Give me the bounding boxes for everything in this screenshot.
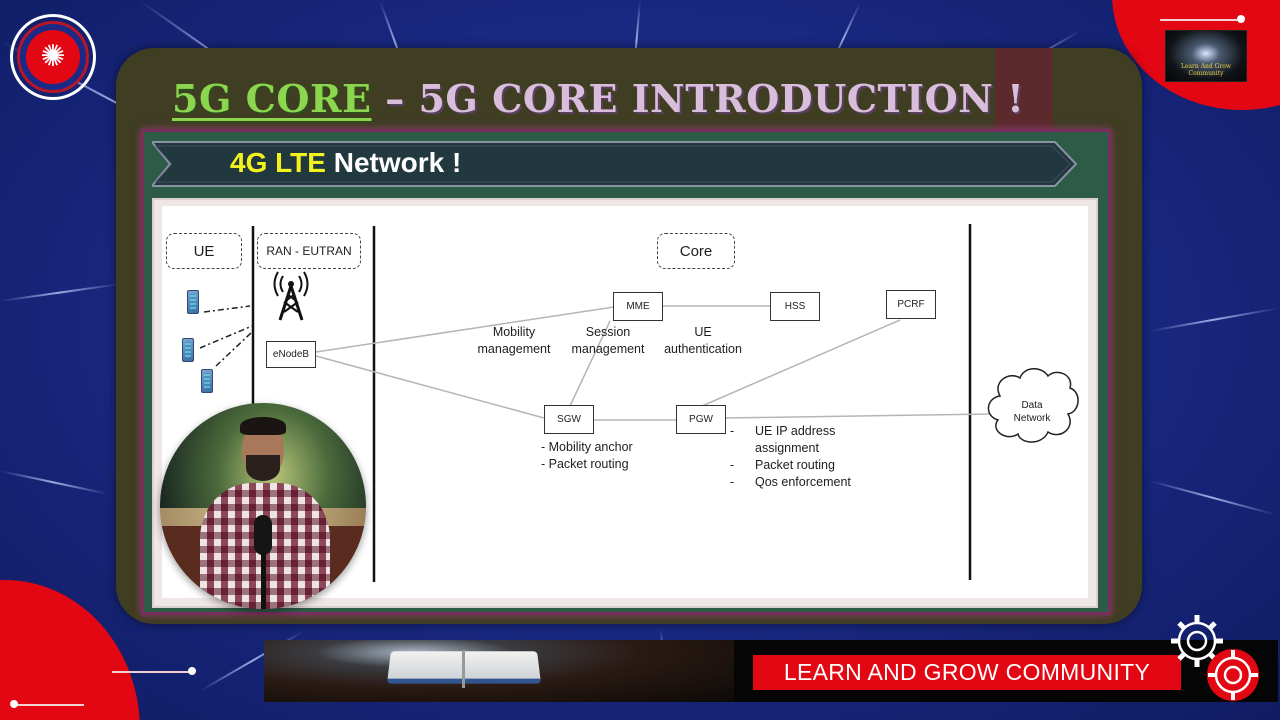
presenter-video <box>160 403 366 609</box>
node-pgw-label: PGW <box>689 414 713 425</box>
section-title-highlight: 4G LTE <box>230 147 326 178</box>
bullet: - <box>730 475 735 489</box>
sgw-function-item: - Mobility anchor <box>541 440 633 454</box>
phone-icon <box>182 338 194 362</box>
node-data-network-label: Data Network <box>1008 399 1056 425</box>
bullet: - <box>730 458 735 472</box>
decor-circuit-line <box>112 671 190 673</box>
phone-icon <box>201 369 213 393</box>
community-label: LEARN AND GROW COMMUNITY <box>753 655 1181 690</box>
node-pcrf-label: PCRF <box>897 299 925 310</box>
label-line: Session <box>585 325 631 339</box>
label-session-management: Session management <box>568 324 648 358</box>
zone-label-core: Core <box>657 233 735 269</box>
pgw-function-item: Qos enforcement <box>755 475 851 489</box>
cloud-icon <box>987 368 1079 443</box>
footer-banner: LEARN AND GROW COMMUNITY <box>264 640 1278 702</box>
microphone-icon <box>254 515 272 555</box>
label-line: management <box>571 342 645 356</box>
node-mme: MME <box>613 292 663 321</box>
brand-thumbnail: Learn And Grow Community <box>1165 30 1247 82</box>
brand-thumbnail-caption: Learn And Grow Community <box>1180 63 1232 77</box>
bullet: - <box>730 424 735 438</box>
node-hss: HSS <box>770 292 820 321</box>
page-title-rest: – 5G CORE INTRODUCTION ! <box>371 76 1025 121</box>
decor-circuit-dot <box>188 667 196 675</box>
node-enodeb: eNodeB <box>266 341 316 368</box>
label-line: management <box>477 342 551 356</box>
node-hss-label: HSS <box>784 301 806 312</box>
phone-icon <box>187 290 199 314</box>
node-pcrf: PCRF <box>886 290 936 319</box>
zone-core-text: Core <box>679 242 713 260</box>
page-title-highlight: 5G CORE <box>172 76 372 121</box>
open-book-image <box>264 640 734 702</box>
decor-circuit-dot <box>1237 15 1245 23</box>
data-network-line2: Network <box>1013 413 1051 424</box>
pgw-function-item: Packet routing <box>755 458 835 472</box>
pgw-function-item: UE IP address <box>755 424 836 438</box>
cell-tower-icon <box>273 271 309 321</box>
gear-icon <box>1171 615 1223 667</box>
sunburst-icon: ✺ <box>26 30 80 84</box>
pgw-functions-list: - UE IP address assignment - Packet routin… <box>730 423 851 491</box>
label-line: Mobility <box>492 325 536 339</box>
label-line: authentication <box>664 342 742 356</box>
node-sgw-label: SGW <box>557 414 581 425</box>
section-title-rest: Network ! <box>325 147 462 178</box>
zone-ue-text: UE <box>193 242 215 260</box>
label-line: UE <box>694 325 712 339</box>
sgw-functions-list: - Mobility anchor - Packet routing <box>541 439 633 473</box>
data-network-line1: Data <box>1021 400 1043 411</box>
slide-content: UE RAN - EUTRAN Core eNodeB MME HSS PCRF… <box>152 198 1098 608</box>
label-ue-authentication: UE authentication <box>658 324 748 358</box>
node-sgw: SGW <box>544 405 594 434</box>
frame-accent <box>995 48 1053 130</box>
node-enodeb-label: eNodeB <box>272 349 310 360</box>
decor-circuit-line <box>1160 19 1240 21</box>
label-mobility-management: Mobility management <box>474 324 554 358</box>
zone-ran-text: RAN - EUTRAN <box>266 244 352 258</box>
decor-circuit-dot <box>10 700 18 708</box>
node-mme-label: MME <box>626 301 650 312</box>
pgw-function-item: assignment <box>755 441 819 455</box>
section-title: 4G LTE Network ! <box>230 147 461 179</box>
page-title: 5G CORE – 5G CORE INTRODUCTION ! <box>172 76 1024 121</box>
zone-label-ue: UE <box>166 233 242 269</box>
node-pgw: PGW <box>676 405 726 434</box>
decor-circuit-line <box>14 704 84 706</box>
lte-network-diagram: UE RAN - EUTRAN Core eNodeB MME HSS PCRF… <box>162 206 1092 602</box>
sgw-function-item: - Packet routing <box>541 457 629 471</box>
section-banner: 4G LTE Network ! <box>152 141 1077 187</box>
channel-logo-badge: ✺ <box>10 14 96 100</box>
gear-icon <box>1207 649 1259 701</box>
diagram-connections <box>199 224 1079 602</box>
zone-label-ran: RAN - EUTRAN <box>257 233 361 269</box>
